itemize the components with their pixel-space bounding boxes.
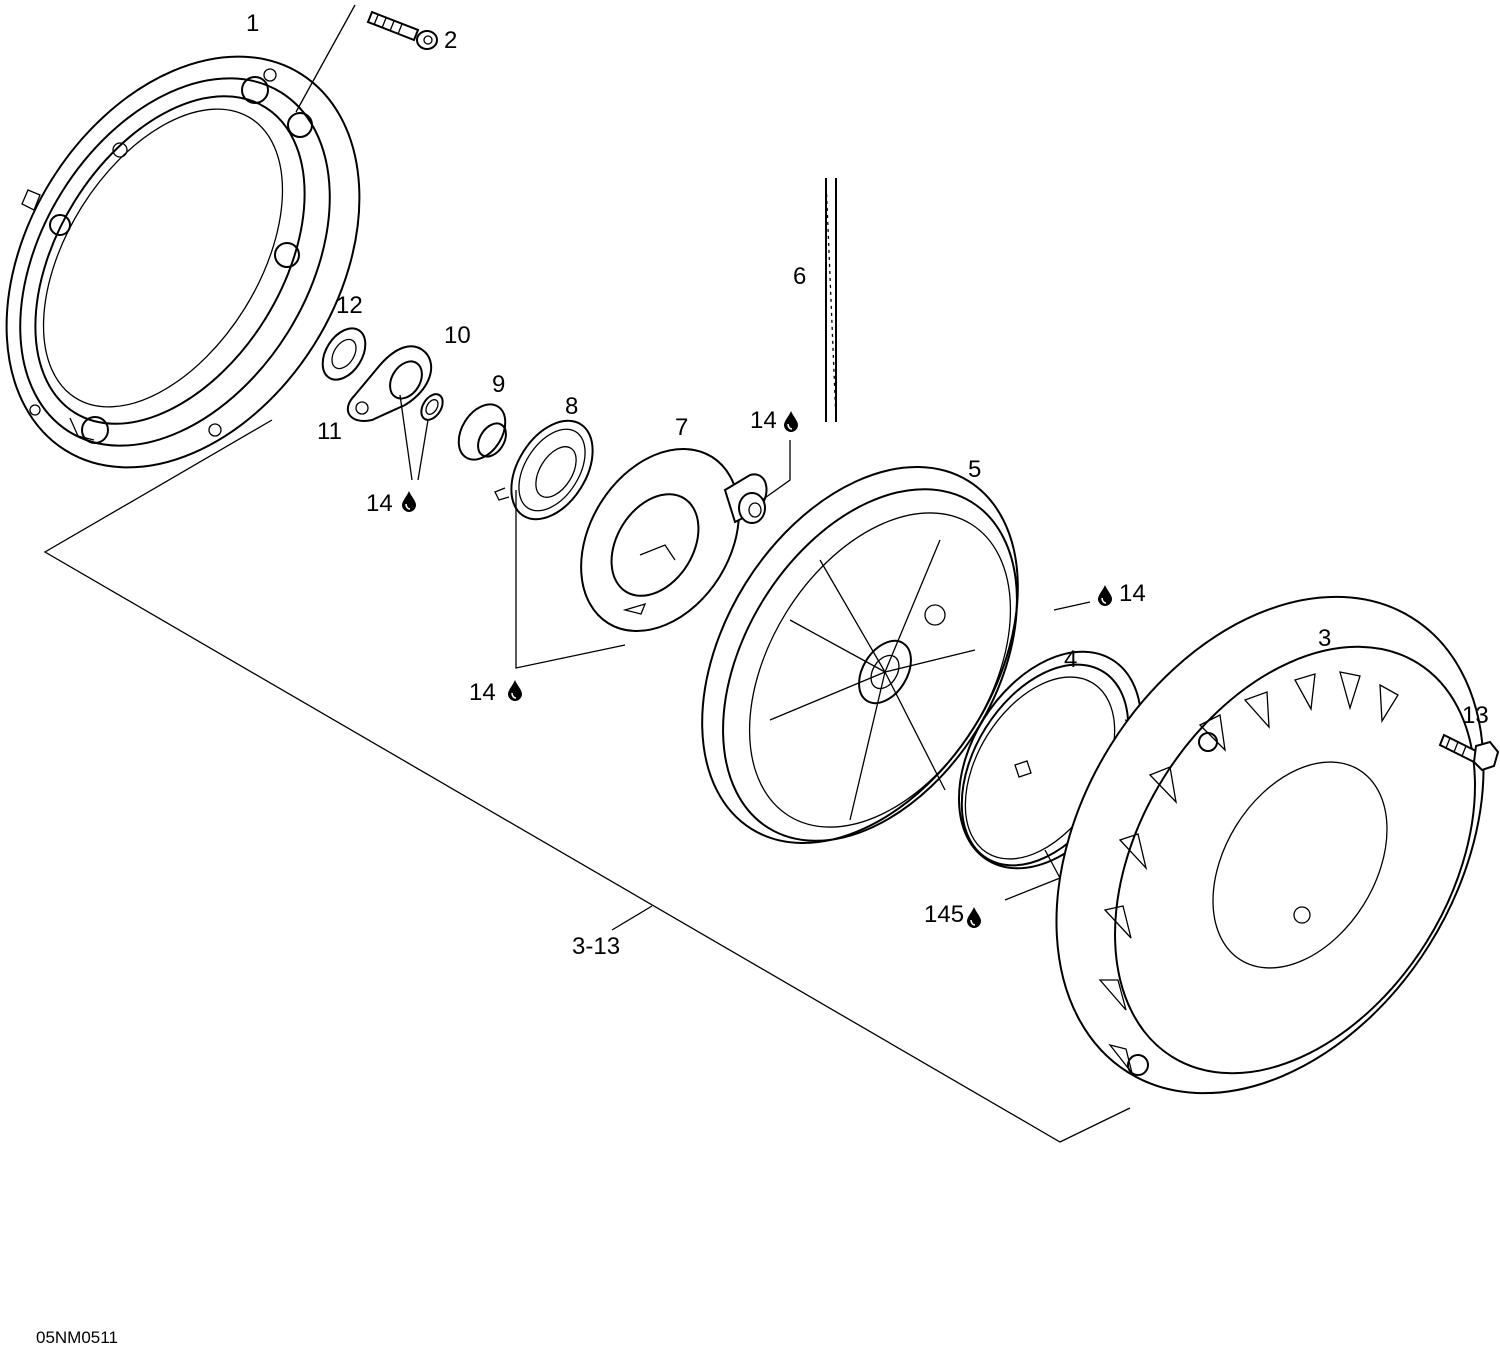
oil-drop-icon	[1097, 584, 1113, 607]
callout-6: 6	[793, 263, 806, 290]
cover-part-3	[1055, 595, 1485, 1095]
bushing-part-9	[457, 403, 507, 461]
rope-part-6	[825, 178, 837, 422]
callout-3: 3	[1318, 625, 1331, 652]
callout-1: 1	[246, 10, 259, 37]
drawing-code: 05NM0511	[36, 1328, 118, 1347]
callout-11: 11	[317, 418, 342, 445]
callout-13: 13	[1462, 702, 1489, 729]
bolt-part-13	[1438, 733, 1500, 772]
spring-part-8	[494, 419, 594, 521]
callout-14-left: 14	[366, 490, 393, 517]
ring-part-10	[420, 393, 444, 421]
callout-4: 4	[1064, 646, 1077, 673]
oil-drop-icon	[507, 679, 523, 702]
plate-part-11	[346, 345, 433, 422]
callout-7: 7	[675, 414, 688, 441]
leader-line-2	[295, 4, 356, 113]
washer-part-12	[321, 327, 367, 381]
callout-14-bottom: 14	[469, 679, 496, 706]
cam-plate-part-7	[580, 447, 768, 633]
callout-145: 145	[924, 901, 964, 928]
leader-lines	[399, 394, 1091, 901]
callout-assembly-3-13: 3-13	[572, 933, 620, 960]
callout-9: 9	[492, 371, 505, 398]
oil-drop-icon	[783, 410, 799, 433]
callout-8: 8	[565, 393, 578, 420]
callout-12: 12	[336, 292, 363, 319]
oil-drop-icon	[966, 906, 982, 929]
callout-2: 2	[444, 27, 457, 54]
assembly-bracket	[43, 419, 1131, 1143]
screw-part-2	[366, 10, 438, 50]
oil-drop-icon	[401, 490, 417, 513]
pulley-part-5	[701, 466, 1019, 844]
housing-ring	[5, 55, 361, 469]
callout-14-right: 14	[1119, 580, 1146, 607]
callout-5: 5	[968, 456, 981, 483]
callout-14-top: 14	[750, 407, 777, 434]
callout-10: 10	[444, 322, 471, 349]
